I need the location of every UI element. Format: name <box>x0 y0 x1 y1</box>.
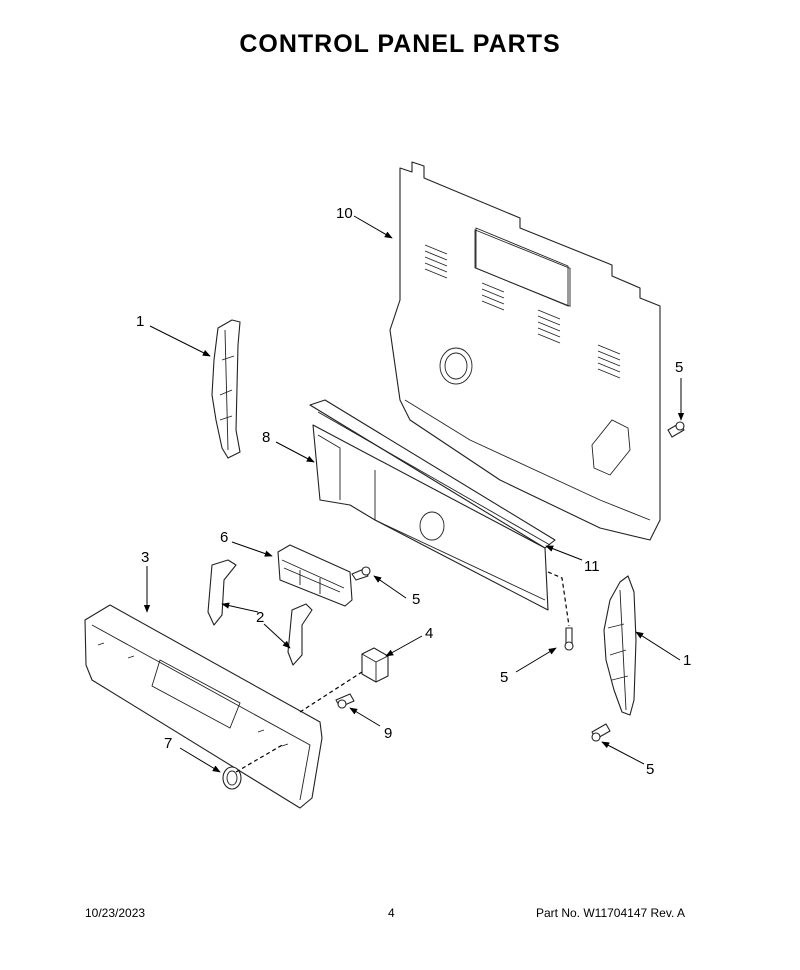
callout-8: 8 <box>262 429 270 446</box>
callout-3: 3 <box>141 549 149 566</box>
leader-5-bottom <box>601 741 645 765</box>
page-title: CONTROL PANEL PARTS <box>239 30 561 58</box>
switch-part-4 <box>361 647 389 683</box>
knob-part-7 <box>222 766 242 790</box>
screw-part-9 <box>335 693 355 709</box>
callout-2: 2 <box>256 609 264 626</box>
leader-6 <box>231 541 273 557</box>
leader-4 <box>385 635 423 657</box>
screw-part-5-center <box>564 627 574 651</box>
control-bracket-part-2b <box>287 603 313 666</box>
rear-shield-part-10 <box>389 161 661 541</box>
callout-7: 7 <box>164 735 172 752</box>
callout-9: 9 <box>384 725 392 742</box>
leader-5-control <box>373 575 407 599</box>
leader-5-center <box>515 647 557 673</box>
leader-9 <box>349 707 381 727</box>
callout-5-center: 5 <box>500 669 508 686</box>
callout-4: 4 <box>425 625 433 642</box>
leader-2b <box>263 623 291 649</box>
callout-1-right: 1 <box>683 652 691 669</box>
electronic-control-part-6 <box>277 544 353 607</box>
assembly-line-switch <box>299 671 363 713</box>
leader-1-left <box>149 325 211 357</box>
leader-2a <box>221 602 259 613</box>
assembly-line-knob <box>235 743 285 773</box>
leader-1-right <box>635 631 681 661</box>
callout-10: 10 <box>336 205 353 222</box>
callout-5-right: 5 <box>675 359 683 376</box>
assembly-line-screw-center <box>547 571 570 627</box>
vent-slots <box>424 244 621 379</box>
callout-5-control: 5 <box>412 591 420 608</box>
leader-7 <box>179 747 221 773</box>
screw-part-5-right <box>667 421 685 438</box>
support-bracket-part-8 <box>309 399 556 611</box>
callout-1-left: 1 <box>136 313 144 330</box>
screw-part-5-bottom <box>591 723 611 742</box>
callout-6: 6 <box>220 529 228 546</box>
screw-part-5-control <box>351 566 371 581</box>
callout-11: 11 <box>584 558 600 575</box>
footer-part-number: Part No. W11704147 Rev. A <box>536 906 685 920</box>
footer-page-number: 4 <box>388 906 395 920</box>
control-bracket-part-2a <box>207 559 237 626</box>
leader-8 <box>275 441 315 463</box>
callout-5-bottom: 5 <box>646 761 654 778</box>
leader-11 <box>545 545 583 561</box>
end-cap-right-part-1 <box>603 575 637 716</box>
leader-10 <box>353 215 393 239</box>
console-panel-part-3 <box>84 604 323 809</box>
footer-date: 10/23/2023 <box>85 906 146 920</box>
end-cap-left-part-1 <box>211 319 241 459</box>
